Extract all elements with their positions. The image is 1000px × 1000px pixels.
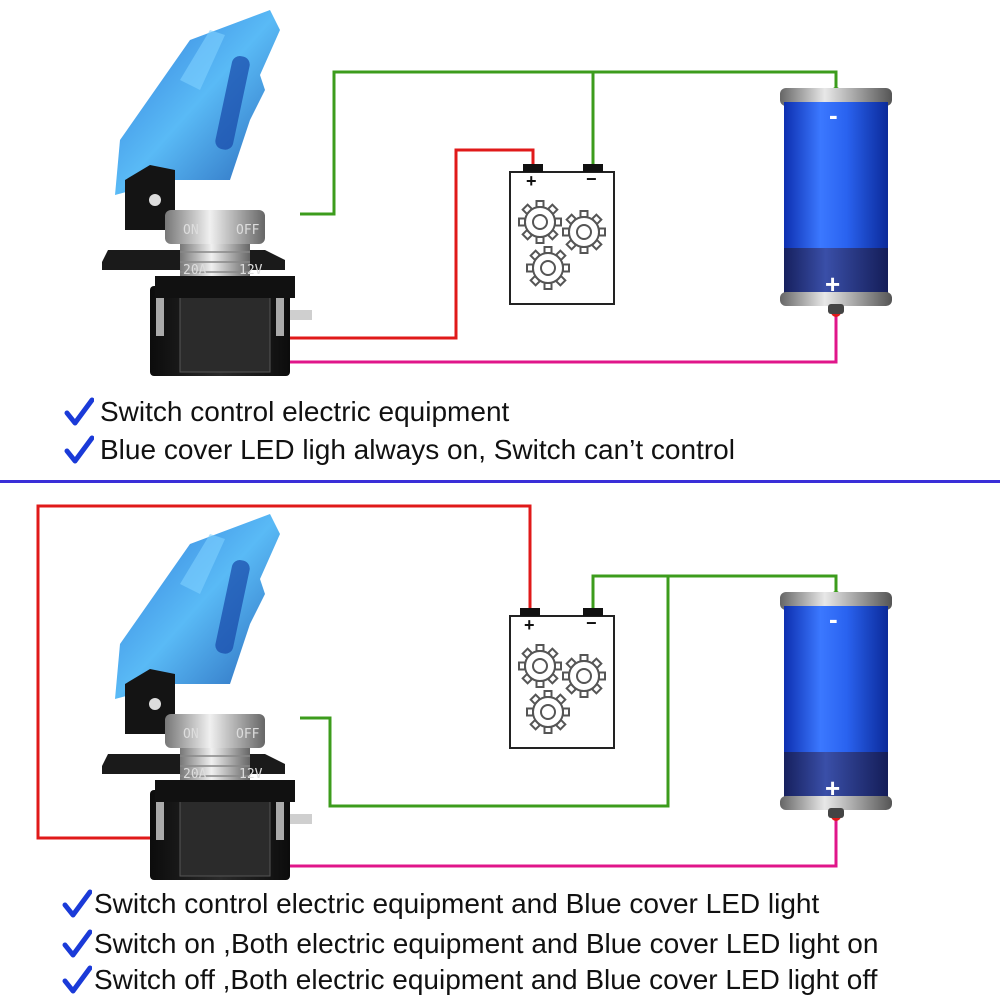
bottom-switch-off-label: OFF	[236, 727, 260, 742]
bottom-green-wire	[300, 574, 838, 808]
bottom-note-2: Switch on ,Both electric equipment and B…	[62, 924, 878, 964]
top-load-minus: −	[586, 169, 597, 189]
top-switch-volt-rating: 12V	[239, 263, 263, 278]
checkmark-icon	[64, 397, 94, 426]
top-switch-off-label: OFF	[236, 223, 260, 238]
bottom-note-2-text: Switch on ,Both electric equipment and B…	[94, 928, 879, 959]
top-note-1: Switch control electric equipment	[64, 392, 509, 432]
top-note-2-text: Blue cover LED ligh always on, Switch ca…	[100, 434, 735, 465]
top-circuit: ON OFF 20A 12V + − - +	[101, 9, 892, 377]
top-note-2: Blue cover LED ligh always on, Switch ca…	[64, 430, 735, 470]
checkmark-icon	[62, 889, 92, 918]
bottom-load-minus: −	[586, 613, 597, 633]
checkmark-icon	[62, 929, 92, 958]
top-switch-amp-rating: 20A	[183, 263, 207, 278]
bottom-switch-volt-rating: 12V	[239, 767, 263, 782]
top-note-1-text: Switch control electric equipment	[100, 396, 510, 427]
bottom-battery-plus: +	[825, 773, 840, 803]
top-green-wire	[300, 70, 838, 216]
bottom-pink-wire	[279, 802, 838, 868]
section-divider	[0, 480, 1000, 483]
bottom-switch-amp-rating: 20A	[183, 767, 207, 782]
bottom-note-1-text: Switch control electric equipment and Bl…	[94, 888, 820, 919]
top-load-box	[509, 164, 615, 305]
top-switch-on-label: ON	[183, 223, 199, 238]
top-load-plus: +	[526, 171, 537, 191]
top-battery-minus: -	[829, 100, 838, 130]
bottom-load-plus: +	[524, 615, 535, 635]
checkmark-icon	[62, 965, 92, 994]
bottom-load-box	[509, 608, 615, 749]
bottom-circuit: ON OFF 20A 12V + − - +	[36, 504, 892, 881]
bottom-note-1: Switch control electric equipment and Bl…	[62, 884, 819, 924]
checkmark-icon	[64, 435, 94, 464]
bottom-note-3: Switch off ,Both electric equipment and …	[62, 960, 877, 1000]
bottom-note-3-text: Switch off ,Both electric equipment and …	[94, 964, 878, 995]
bottom-battery-minus: -	[829, 604, 838, 634]
top-battery-plus: +	[825, 269, 840, 299]
top-red-wire	[279, 148, 535, 340]
bottom-switch-on-label: ON	[183, 727, 199, 742]
